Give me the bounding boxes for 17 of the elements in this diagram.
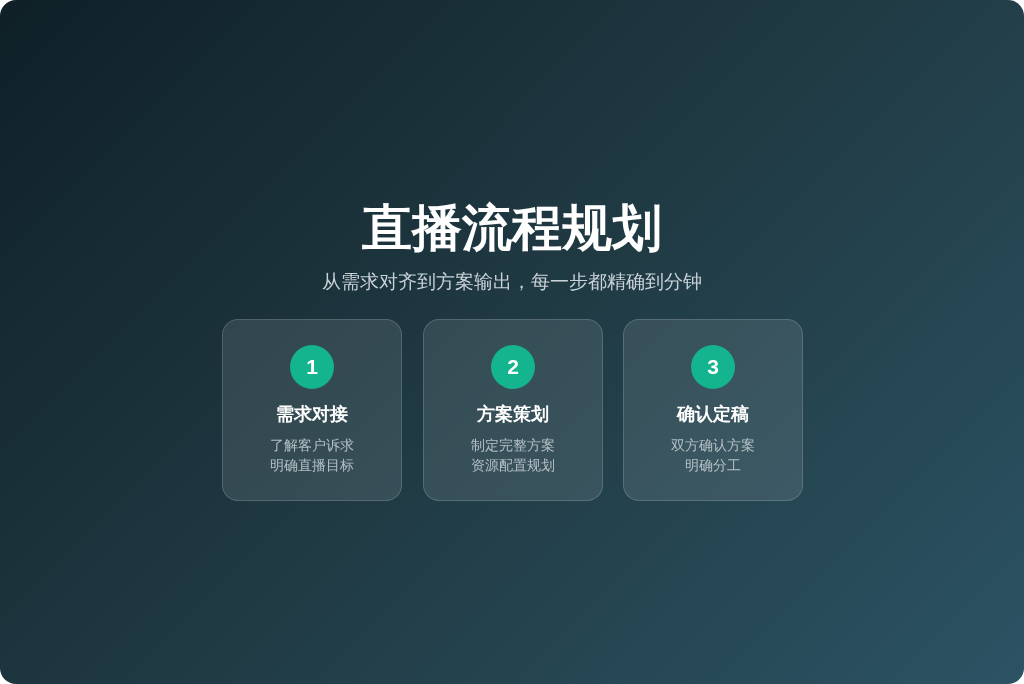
step-description: 了解客户诉求 xyxy=(270,436,354,455)
subtitle: 从需求对齐到方案输出，每一步都精确到分钟 xyxy=(322,270,702,294)
step-title: 需求对接 xyxy=(276,403,348,426)
step-card xyxy=(623,319,803,501)
step-card xyxy=(222,319,402,501)
step-title: 确认定稿 xyxy=(677,403,749,426)
step-number-circle: 1 xyxy=(290,345,334,389)
page-title: 直播流程规划 xyxy=(362,199,662,257)
step-card xyxy=(423,319,603,501)
step-description: 明确直播目标 xyxy=(270,456,354,475)
step-number-circle: 2 xyxy=(491,345,535,389)
step-description: 双方确认方案 xyxy=(671,436,755,455)
step-number-circle: 3 xyxy=(691,345,735,389)
step-title: 方案策划 xyxy=(477,403,549,426)
step-description: 明确分工 xyxy=(685,456,741,475)
step-description: 资源配置规划 xyxy=(471,456,555,475)
step-description: 制定完整方案 xyxy=(471,436,555,455)
